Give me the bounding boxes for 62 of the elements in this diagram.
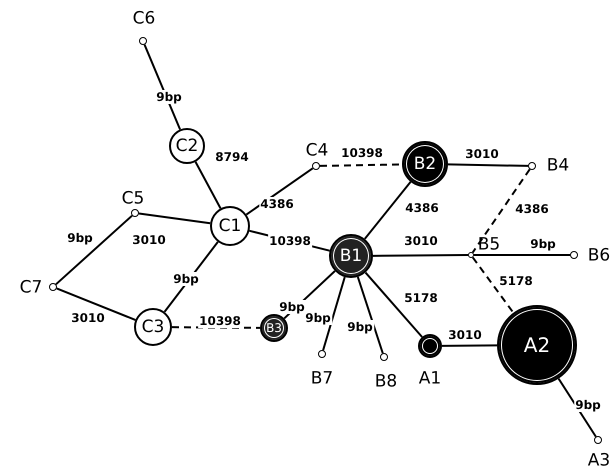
dashed-link: [472, 256, 514, 314]
edge-label: 10398: [340, 146, 384, 160]
dashed-link: [172, 326, 260, 329]
haplotype-circle: [134, 308, 172, 346]
link: [558, 378, 597, 438]
edge-label: 8794: [214, 150, 250, 164]
haplotype-label: C2: [176, 138, 198, 154]
link: [364, 181, 412, 240]
haplotype-circle: [402, 141, 448, 187]
edge-label: 4386: [514, 202, 550, 216]
edge-label: 4386: [404, 201, 440, 215]
link: [56, 288, 136, 321]
edge-label: 4386: [259, 197, 295, 211]
edge-label: 3010: [447, 328, 483, 342]
haplotype-circle: [169, 128, 205, 164]
link: [373, 254, 468, 257]
haplotype-label: B7: [310, 370, 334, 388]
haplotype-label: C5: [122, 190, 144, 208]
haplotype-circle: [329, 234, 373, 278]
edge-label: 9bp: [529, 237, 557, 251]
edge-label: 9bp: [66, 231, 94, 245]
edge-label: 5178: [403, 291, 439, 305]
edge-label: 5178: [498, 274, 534, 288]
haplotype-label: B2: [414, 156, 436, 172]
link: [55, 214, 133, 286]
link: [448, 163, 528, 167]
edge-label: 3010: [131, 233, 167, 247]
link: [356, 276, 384, 354]
link: [364, 272, 423, 338]
haplotype-label: C7: [20, 280, 42, 296]
link: [194, 161, 222, 209]
haplotype-label: B1: [340, 248, 362, 264]
edge-label: 10398: [198, 314, 242, 328]
edge-label: 3010: [464, 147, 500, 161]
dashed-link: [472, 168, 531, 254]
edge-label: 3010: [70, 311, 106, 325]
edge-label: 9bp: [346, 320, 374, 334]
haplotype-label: B4: [546, 158, 570, 174]
haplotype-circle: [210, 206, 250, 246]
haplotype-label: B5: [478, 236, 500, 254]
haplotype-label: C1: [218, 218, 242, 234]
edge-label: 9bp: [574, 398, 602, 412]
haplotype-label: B8: [374, 374, 398, 390]
edge-label: 9bp: [155, 90, 183, 104]
haplotype-label: C6: [132, 10, 156, 28]
edge-label: 9bp: [304, 311, 332, 325]
edge-label: 9bp: [278, 300, 306, 314]
haplotype-label: B6: [588, 248, 610, 264]
haplotype-label: A3: [588, 452, 610, 468]
haplotype-circle: [260, 314, 288, 342]
haplotype-label: A1: [418, 370, 442, 388]
link: [474, 254, 570, 256]
haplotype-label: B3: [266, 322, 282, 334]
edge-label: 3010: [403, 234, 439, 248]
edge-label: 10398: [268, 234, 312, 248]
link: [138, 212, 210, 224]
haplotype-label: A2: [524, 335, 550, 355]
haplotype-label: C3: [142, 318, 164, 336]
haplotype-label: C4: [306, 142, 328, 160]
edge-label: 9bp: [172, 272, 200, 286]
link: [442, 344, 498, 347]
link: [322, 276, 346, 350]
